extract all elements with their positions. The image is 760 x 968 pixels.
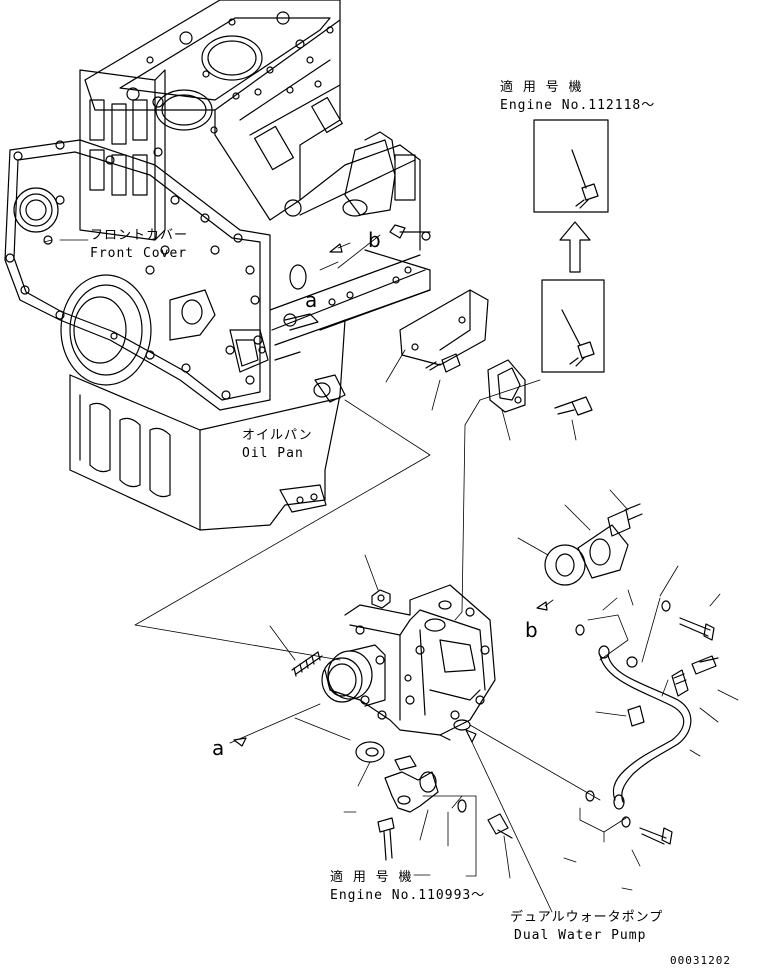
applicable-top-label-en: Engine No.112118～ — [500, 98, 656, 113]
bracket-bolt-1 — [425, 353, 461, 373]
ref-mark-a-upper: a — [305, 288, 318, 312]
stud-bolt — [291, 651, 323, 677]
gasket-flange — [544, 503, 643, 586]
oil-pan-label-jp: オイルパン — [242, 428, 313, 443]
elbow-bolt — [377, 817, 395, 861]
ref-mark-a-lower: a — [212, 736, 225, 760]
leader-lines — [43, 234, 577, 661]
oil-pan-label-en: Oil Pan — [242, 446, 304, 461]
engine-block — [4, 0, 431, 531]
gasket-lower — [355, 741, 385, 763]
up-arrow — [559, 221, 591, 273]
water-pump-label-jp: デュアルウォータポンプ — [510, 910, 664, 925]
applicable-bottom-label-en: Engine No.110993～ — [330, 888, 486, 903]
bolt-lower-right — [487, 813, 513, 839]
water-pump-label-en: Dual Water Pump — [514, 928, 647, 943]
pump-bracket — [399, 289, 526, 413]
applicability-box-lower — [541, 279, 605, 373]
water-pipe — [598, 600, 692, 810]
front-cover-label-jp: フロントカバー — [90, 228, 189, 243]
applicable-bottom-label-jp: 適 用 号 機 — [330, 870, 413, 885]
pipe-bolts — [575, 617, 719, 845]
outlet-elbow — [384, 755, 439, 813]
pump-leader-lines — [229, 242, 739, 913]
ref-mark-b-upper: b — [368, 228, 381, 252]
applicability-box-upper — [533, 119, 609, 213]
ref-mark-b-lower: b — [525, 618, 538, 642]
pump-nut — [371, 589, 391, 609]
bracket-bolt-2 — [554, 396, 593, 416]
front-cover-label-en: Front Cover — [90, 246, 188, 261]
washer-lower — [457, 799, 467, 813]
drawing-number: 00031202 — [670, 954, 731, 967]
dual-water-pump — [321, 584, 496, 741]
applicable-top-label-jp: 適 用 号 機 — [500, 80, 583, 95]
